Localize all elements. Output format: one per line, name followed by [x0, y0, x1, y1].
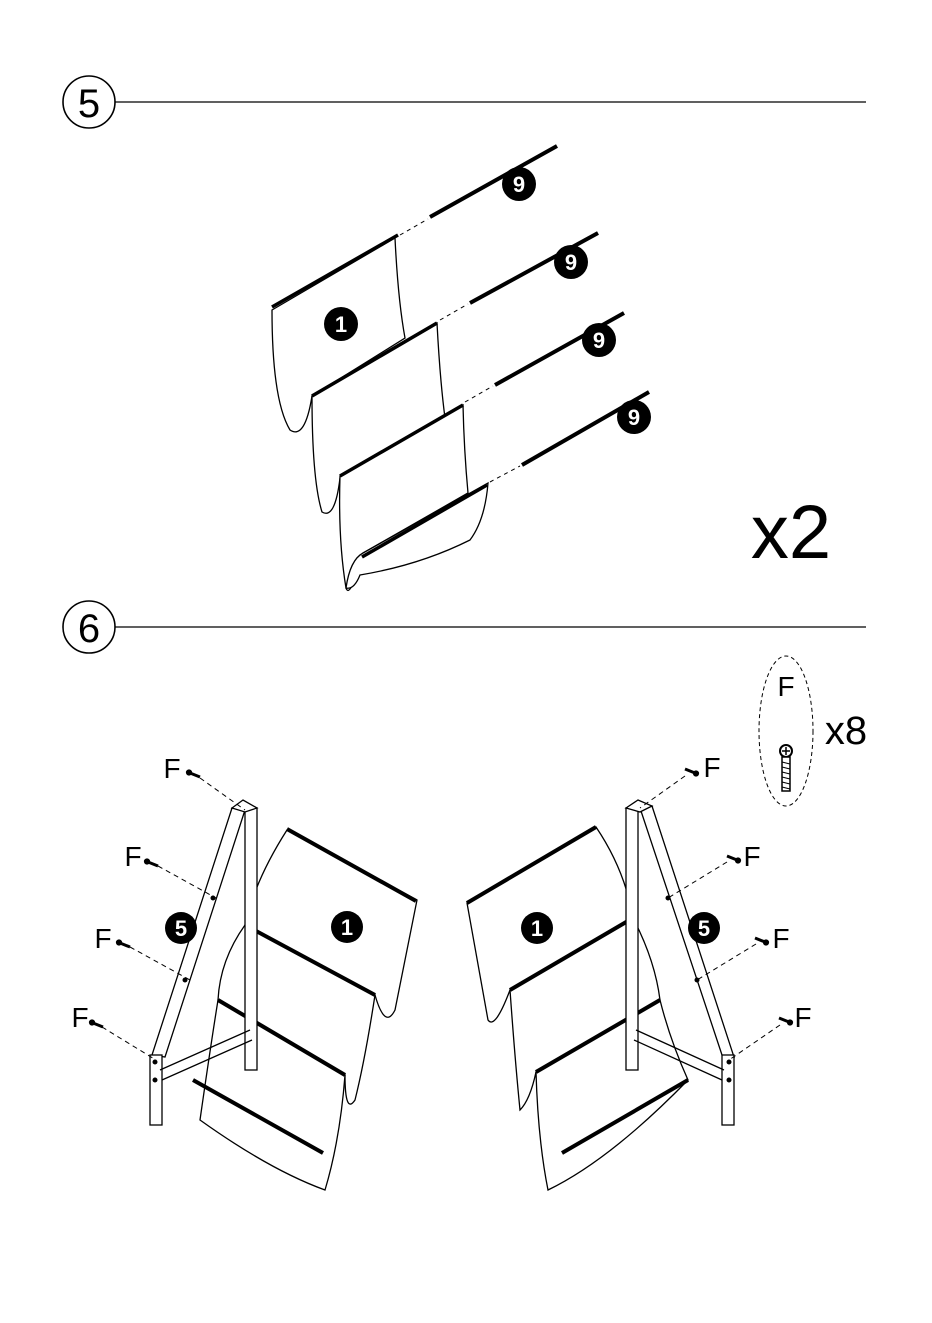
step-5-number: 5 — [78, 82, 100, 126]
screw-icon — [89, 1020, 103, 1027]
svg-text:9: 9 — [513, 172, 525, 197]
screw-count: x8 — [825, 709, 867, 753]
screw-icon — [685, 769, 699, 776]
hardware-callout: F x8 — [759, 656, 867, 806]
svg-text:5: 5 — [698, 916, 710, 941]
badge-rod-9-d: 9 — [617, 400, 651, 434]
screw-label: F — [794, 1002, 811, 1033]
right-assembly — [467, 769, 793, 1190]
badge-panel-1-left: 1 — [331, 911, 363, 943]
screw-icon — [116, 940, 130, 947]
badge-rod-9-c: 9 — [582, 323, 616, 357]
svg-text:9: 9 — [628, 405, 640, 430]
badge-panel-1-right: 1 — [521, 912, 553, 944]
screw-label: F — [743, 841, 760, 872]
badge-rod-9-b: 9 — [554, 245, 588, 279]
svg-text:1: 1 — [531, 916, 543, 941]
screw-label: F — [71, 1002, 88, 1033]
screw-label: F — [94, 923, 111, 954]
screw-icon — [144, 859, 158, 866]
svg-text:9: 9 — [593, 328, 605, 353]
svg-text:9: 9 — [565, 250, 577, 275]
left-assembly — [89, 770, 417, 1190]
screw-callout-label: F — [777, 671, 794, 702]
screw-icon — [780, 745, 792, 791]
sling-assembly — [272, 235, 488, 590]
screw-label: F — [163, 753, 180, 784]
badge-rod-9-a: 9 — [502, 167, 536, 201]
badge-frame-5-right: 5 — [688, 912, 720, 944]
screw-icon — [779, 1018, 793, 1025]
screw-icon — [186, 770, 200, 777]
badge-frame-5-left: 5 — [165, 912, 197, 944]
step-6-number: 6 — [78, 607, 100, 651]
rod-1 — [430, 146, 557, 217]
step-6: 6 F x8 — [63, 601, 867, 1190]
screw-label: F — [703, 752, 720, 783]
badge-part-1: 1 — [324, 307, 358, 341]
svg-text:1: 1 — [341, 915, 353, 940]
svg-text:5: 5 — [175, 916, 187, 941]
step-5-multiplier: x2 — [751, 490, 831, 575]
step-5: 5 — [63, 76, 866, 590]
screw-label: F — [124, 841, 141, 872]
screw-icon — [727, 856, 741, 863]
screw-icon — [755, 938, 769, 945]
svg-text:1: 1 — [335, 312, 347, 337]
screw-label: F — [772, 923, 789, 954]
